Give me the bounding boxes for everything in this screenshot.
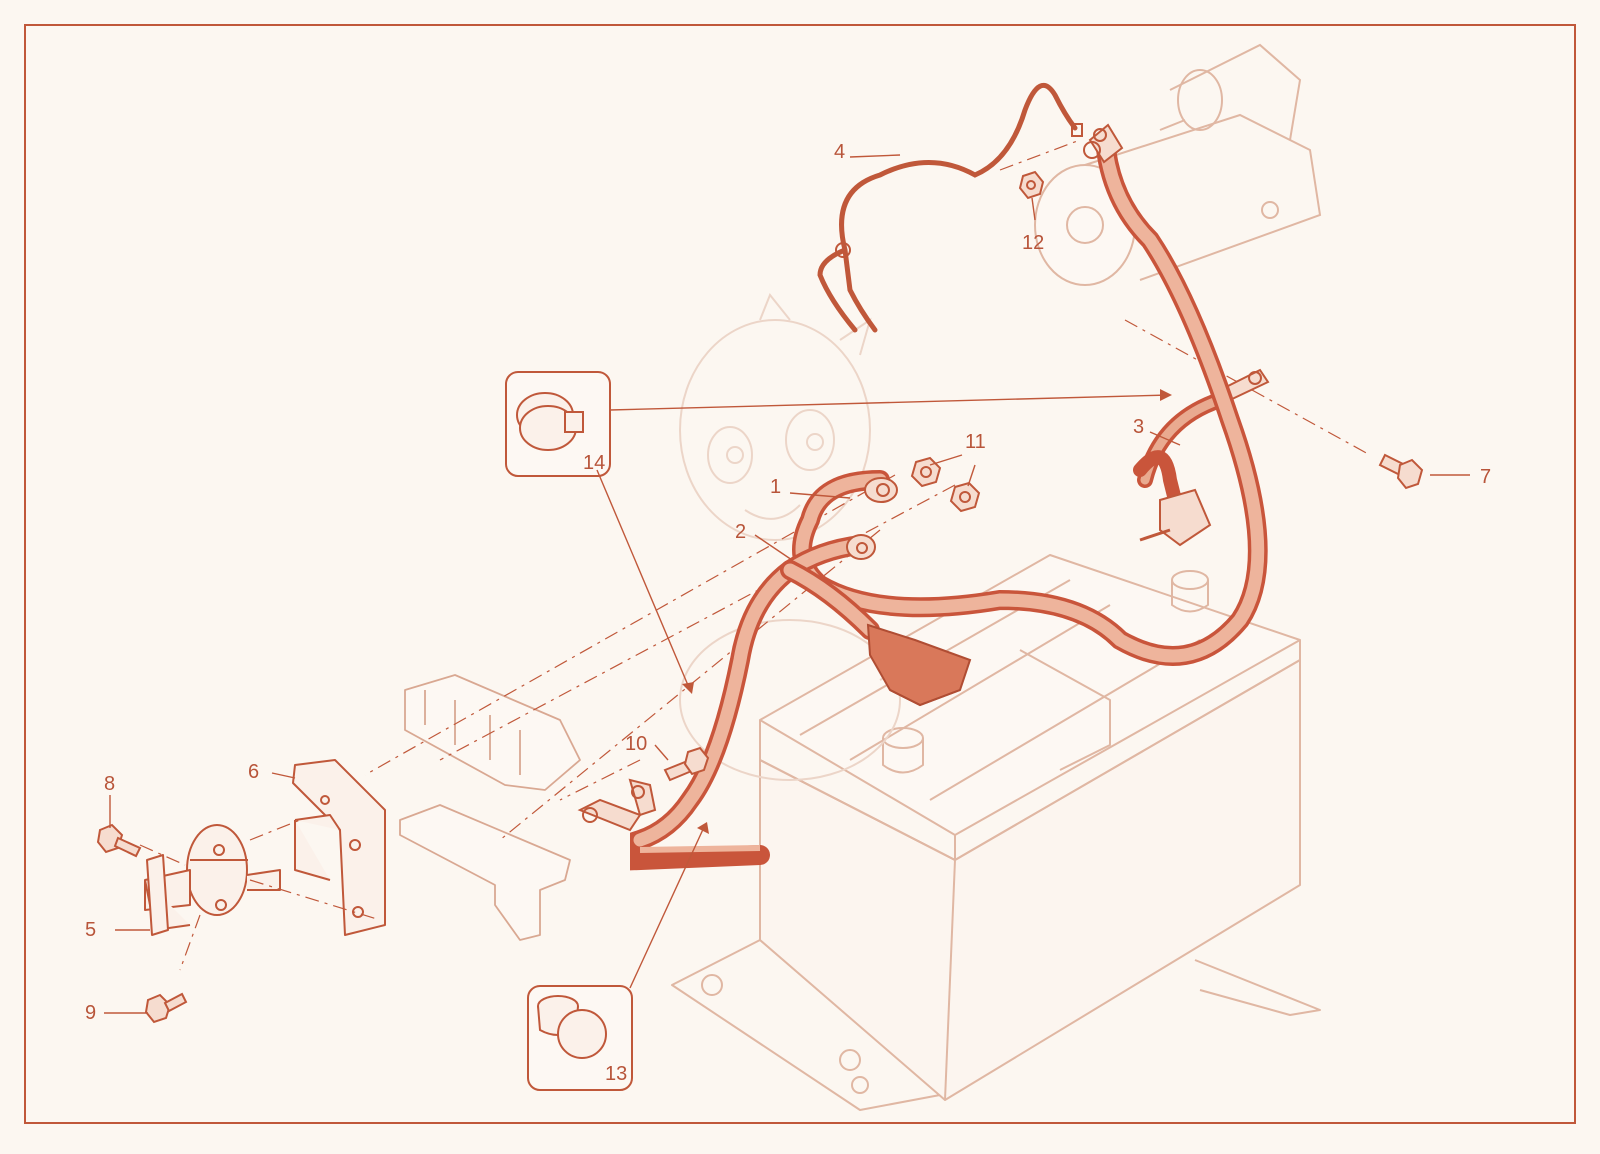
bolt-icon [663, 746, 710, 782]
bolt-icon [96, 823, 142, 858]
callout-14: 14 [583, 452, 606, 474]
nut-icon [910, 456, 942, 488]
mounting-bracket-icon [292, 759, 386, 936]
nut-icon [949, 481, 981, 513]
relay-block-icon [399, 674, 581, 941]
callout-1: 1 [770, 476, 782, 498]
cable-icon [577, 534, 972, 871]
callout-9: 9 [85, 1002, 97, 1024]
callout-4: 4 [834, 141, 846, 163]
grommet-icon [537, 995, 607, 1059]
callout-12: 12 [1022, 232, 1045, 254]
callout-8: 8 [104, 773, 116, 795]
grommet-inset [527, 985, 633, 1091]
bolt-icon [1378, 453, 1424, 490]
arrow-heads [682, 389, 1172, 834]
starter-wire-icon [817, 82, 1101, 333]
isolator-switch-icon [144, 824, 281, 936]
bolt-icon [144, 992, 188, 1024]
cable-clamp-inset [505, 371, 611, 477]
callout-10: 10 [625, 733, 648, 755]
callout-5: 5 [85, 919, 97, 941]
starter-motor-icon [1034, 43, 1322, 286]
negative-ground-cable-icon [1133, 368, 1270, 547]
battery-icon [671, 554, 1321, 1111]
nut-icon [1018, 170, 1045, 200]
callout-11: 11 [965, 431, 986, 453]
callout-13: 13 [605, 1063, 628, 1085]
callout-3: 3 [1133, 416, 1145, 438]
diagram-border [24, 24, 1576, 1124]
leader-lines [104, 154, 1470, 1014]
cable-clamp-icon [516, 392, 584, 451]
callout-6: 6 [248, 761, 260, 783]
callout-2: 2 [735, 521, 747, 543]
callout-7: 7 [1480, 466, 1492, 488]
